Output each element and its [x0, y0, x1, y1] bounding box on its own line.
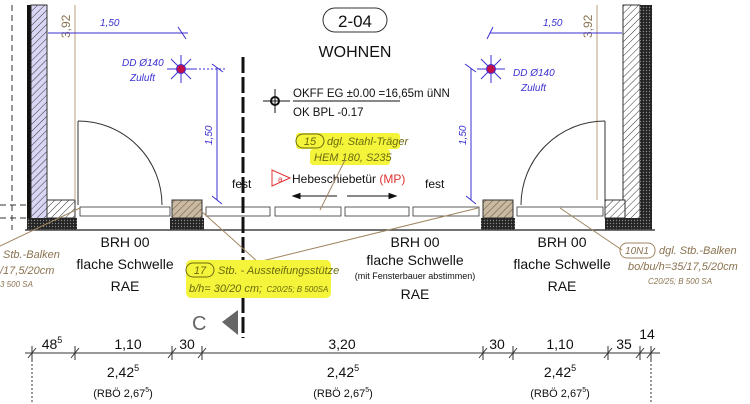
dim-150-right-h: 1,50	[543, 18, 563, 29]
rbo-label: (RBÖ 2,675)	[93, 387, 153, 400]
right-beam-line3: C20/25; B 500 SA	[648, 277, 712, 286]
opening-right: BRH 00 flache Schwelle RAE	[513, 234, 610, 294]
beam-tag-bubble	[295, 133, 325, 149]
opening-rae: RAE	[111, 278, 140, 294]
beam-tag: 15	[304, 136, 317, 148]
section-direction-icon	[222, 310, 238, 335]
dimension-tick	[70, 347, 80, 359]
opening-left: BRH 00 flache Schwelle RAE	[76, 234, 173, 294]
dim-150-left-h: 1,50	[100, 18, 120, 29]
right-beam-tag: 10N1	[625, 246, 649, 257]
opening-brh: BRH 00	[390, 234, 439, 250]
dim-chain-label: 35	[616, 336, 632, 352]
left-beam-line1: Stb.-Balken	[3, 249, 60, 261]
level-bpl: OK BPL -0.17	[293, 107, 364, 119]
vent-icon	[477, 55, 505, 83]
dim-150-left-v: 1,50	[204, 125, 215, 145]
dimension-tick	[508, 347, 518, 359]
rbo-label: (RBÖ 2,675)	[530, 387, 590, 400]
opening-note: (mit Fensterbauer abstimmen)	[355, 271, 476, 281]
vent-right-label: DD Ø140	[513, 68, 555, 79]
column-note-line2: b/h= 30/20 cm; C20/25; B 500SA	[189, 279, 328, 296]
opening-rae: RAE	[401, 286, 430, 302]
dimension-tick	[635, 347, 645, 359]
column-note-line1: Stb. - Aussteifungsstütze	[218, 265, 339, 277]
window-frames	[25, 206, 655, 231]
opening-center: BRH 00 flache Schwelle (mit Fensterbauer…	[355, 234, 476, 302]
rbo-label: (RBÖ 2,675)	[313, 387, 373, 400]
fixed-left-label: fest	[232, 177, 252, 191]
dim-chain-label: 3,20	[328, 336, 355, 352]
height-label: 2,425	[544, 363, 576, 380]
right-beam-tag-bubble	[619, 242, 656, 259]
highlight	[186, 260, 331, 298]
room-number: 2-04	[338, 12, 372, 31]
highlight	[296, 133, 400, 149]
dim-chain-label: 30	[179, 336, 195, 352]
right-beam-line2: bo/bu/h=35/17,5/20cm	[628, 261, 738, 273]
beam-note-line1: dgl. Stahl-Träger	[327, 136, 409, 148]
dimension-tick	[478, 347, 488, 359]
column-tag: 17	[194, 265, 207, 277]
level-okff: OKFF EG ±0.00 =16,65m üNN	[293, 88, 450, 100]
dim-150-right-v: 1,50	[458, 125, 469, 145]
door-swing-left	[77, 120, 163, 206]
dimension-chain-line	[25, 346, 660, 404]
door-type-marker	[271, 169, 292, 187]
right-wall	[604, 4, 652, 231]
height-label: 2,425	[327, 363, 359, 380]
opening-brh: BRH 00	[537, 234, 586, 250]
opening-threshold: flache Schwelle	[76, 256, 173, 272]
dim-392-right: 3,92	[581, 14, 595, 38]
leader-lines	[0, 159, 623, 263]
room-number-bubble	[322, 7, 388, 33]
vent-left-label: DD Ø140	[122, 58, 164, 69]
door-swing-right	[520, 120, 606, 206]
dimension-tick	[197, 347, 207, 359]
dim-chain-label: 1,10	[546, 336, 573, 352]
opening-threshold: flache Schwelle	[366, 252, 463, 268]
dimension-tick	[603, 347, 613, 359]
column-tag-bubble	[185, 262, 215, 278]
opening-brh: BRH 00	[100, 234, 149, 250]
vent-dimensions	[48, 26, 622, 205]
door-label: Hebeschiebetür (MP)	[292, 172, 405, 186]
dimension-tick	[167, 347, 177, 359]
opening-threshold: flache Schwelle	[513, 256, 610, 272]
section-marker-label: C	[192, 313, 206, 335]
door-type-tag: a	[278, 175, 283, 184]
vent-icon	[167, 55, 195, 83]
dim-392-left: 3,92	[59, 14, 73, 38]
beam-note-line2: HEM 180, S235	[314, 152, 393, 164]
vent-left-type: Zuluft	[129, 73, 156, 84]
right-beam-line1: dgl. Stb.-Balken	[659, 245, 737, 257]
dim-chain-label: 485	[42, 335, 63, 352]
columns	[170, 199, 515, 230]
dimension-tick	[646, 347, 656, 359]
highlight	[310, 149, 390, 165]
dimension-tick	[27, 347, 37, 359]
fixed-right-label: fest	[425, 177, 445, 191]
height-label: 2,425	[107, 363, 139, 380]
left-beam-line3: 3 500 SA	[0, 280, 33, 289]
dim-chain-label: 1,10	[114, 336, 141, 352]
opening-rae: RAE	[548, 278, 577, 294]
dim-chain-label: 14	[639, 326, 655, 342]
vent-right-type: Zuluft	[520, 83, 547, 94]
room-name: WOHNEN	[319, 44, 392, 61]
left-beam-line2: /17,5/20cm	[0, 265, 54, 277]
level-crosshair-icon	[263, 89, 290, 113]
dim-chain-label: 30	[489, 336, 505, 352]
sliding-arrows-icon	[291, 192, 398, 200]
